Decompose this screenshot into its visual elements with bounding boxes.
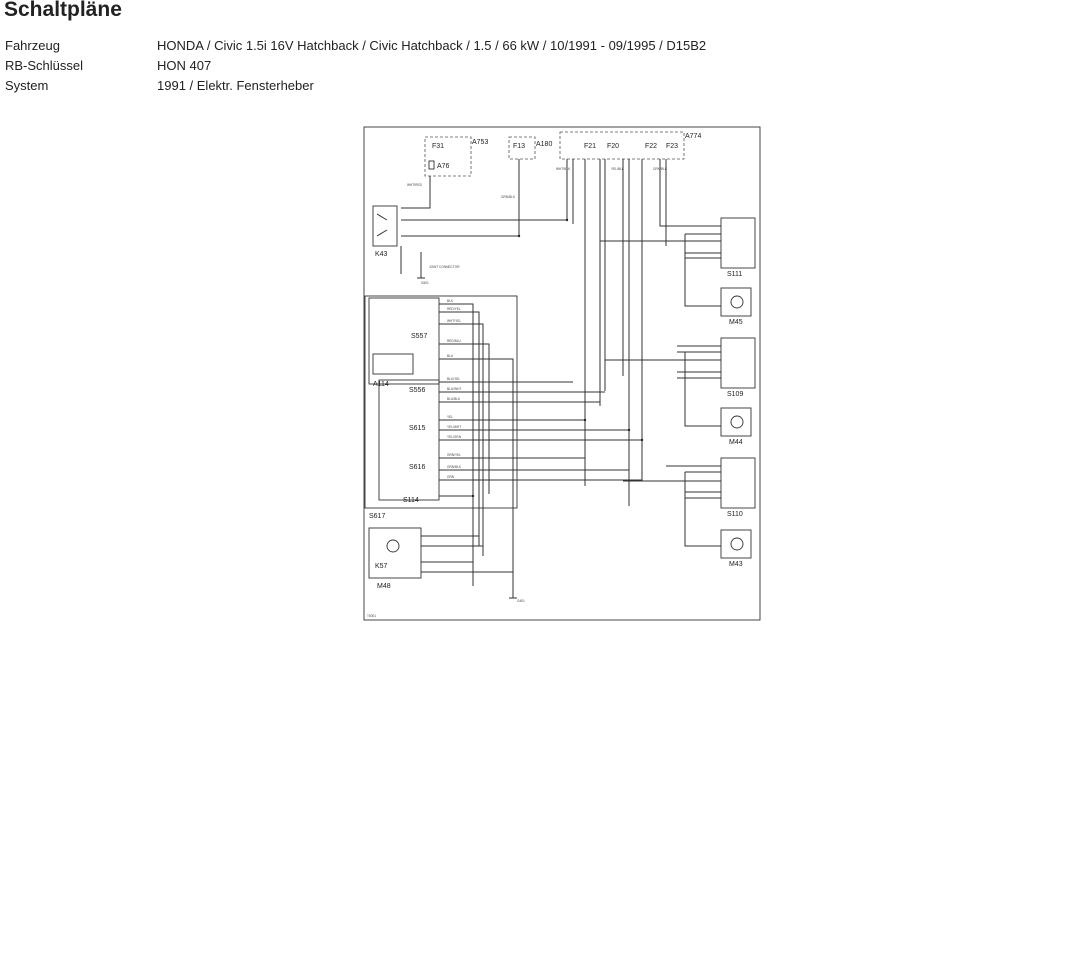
label-a114: A114 [373, 381, 389, 388]
page-title: Schaltpläne [4, 0, 122, 21]
label-s557: S557 [411, 333, 427, 340]
label-m45: M45 [729, 319, 743, 326]
label-s617: S617 [369, 513, 385, 520]
switch-s109 [720, 337, 756, 389]
fuse-box-a180 [508, 136, 536, 160]
label-f22: F22 [645, 143, 657, 150]
motor-m44 [730, 415, 744, 429]
wire-label: WHT/RED [407, 183, 423, 187]
rear-right-group: S111 M45 [600, 217, 756, 326]
label-a774: A774 [685, 133, 701, 140]
label-f20: F20 [607, 143, 619, 150]
switch-block [378, 379, 440, 501]
switch-s110 [720, 457, 756, 509]
diagram-code: T6001 [367, 614, 376, 618]
wire-label: G401 [517, 599, 525, 603]
label-a180: A180 [536, 141, 552, 148]
wire-label: YEL [447, 415, 453, 419]
relay-a76 [428, 160, 435, 170]
fuse-box-a753 [424, 136, 472, 177]
rear-left-group: S109 M44 [605, 337, 756, 446]
label-f31: F31 [432, 143, 444, 150]
info-row-system: System 1991 / Elektr. Fensterheber [5, 77, 706, 97]
info-value: HONDA / Civic 1.5i 16V Hatchback / Civic… [157, 38, 707, 53]
label-f21: F21 [584, 143, 596, 150]
wire-label: GRN/YEL [447, 453, 461, 457]
motor-unit-m48 [368, 527, 422, 579]
label-s109: S109 [727, 391, 743, 398]
wire-label: BLU [447, 354, 454, 358]
info-row-rb-schluessel: RB-Schlüssel HON 407 [5, 57, 706, 77]
wire-label: WHT/YEL [447, 319, 461, 323]
label-m48: M48 [377, 583, 391, 590]
label-f13: F13 [513, 143, 525, 150]
label-k43: K43 [375, 251, 388, 258]
front-right-group: S110 M43 [623, 457, 756, 568]
motor-m43 [730, 537, 744, 551]
label-a753: A753 [472, 139, 488, 146]
label-s110: S110 [727, 511, 743, 518]
vehicle-info: Fahrzeug HONDA / Civic 1.5i 16V Hatchback… [5, 37, 706, 97]
wire-label: YEL/BLK [611, 167, 625, 171]
info-value: 1991 / Elektr. Fensterheber [157, 78, 314, 93]
label-m44: M44 [729, 439, 743, 446]
switch-s111 [720, 217, 756, 269]
label-s114: S114 [403, 497, 419, 504]
info-label: Fahrzeug [5, 38, 60, 53]
info-value: HON 407 [157, 58, 212, 73]
wire-label: RED/BLU [447, 339, 462, 343]
wiring-diagram: F31 A753 A76 F13 A180 F21 F20 F22 F23 A7… [363, 126, 761, 621]
wire-label: YEL/GRN [447, 435, 462, 439]
wire-label: GRN/BLK [653, 167, 668, 171]
info-label: System [5, 78, 49, 93]
label-a76: A76 [437, 163, 450, 170]
wire-label: BLU/BLK [447, 397, 461, 401]
wire-label: RED/YEL [447, 307, 461, 311]
motor-m45 [730, 295, 744, 309]
info-label: RB-Schlüssel [5, 58, 84, 73]
junction-dots [471, 218, 644, 498]
info-row-fahrzeug: Fahrzeug HONDA / Civic 1.5i 16V Hatchback… [5, 37, 706, 57]
wire-label: GRN/BLK [447, 465, 462, 469]
relay-k43 [372, 205, 398, 247]
wire-label: BLU/YEL [447, 377, 460, 381]
label-m43: M43 [729, 561, 743, 568]
wire-label: BLK [447, 299, 454, 303]
label-k57: K57 [375, 563, 388, 570]
wire-label: GRN [447, 475, 455, 479]
control-unit-a114 [372, 353, 414, 375]
wire-label: JOINT CONNECTOR [429, 265, 460, 269]
fuse-box-a774 [559, 131, 685, 160]
label-s615: S615 [409, 425, 425, 432]
wire-label: GRN/BLK [501, 195, 516, 199]
label-s616: S616 [409, 464, 425, 471]
label-s556: S556 [409, 387, 425, 394]
diagram-frame [363, 126, 761, 621]
label-f23: F23 [666, 143, 678, 150]
label-s111: S111 [727, 271, 742, 278]
wire-label: WHT/BLK [556, 167, 571, 171]
master-switch-wires [439, 303, 642, 586]
wire-label: YEL/WHT [447, 425, 461, 429]
motor-m48 [386, 539, 400, 553]
wire-label: BLU/WHT [447, 387, 461, 391]
wire-label: G501 [421, 281, 429, 285]
switch-s557 [368, 297, 440, 385]
feed-wires [401, 159, 691, 506]
